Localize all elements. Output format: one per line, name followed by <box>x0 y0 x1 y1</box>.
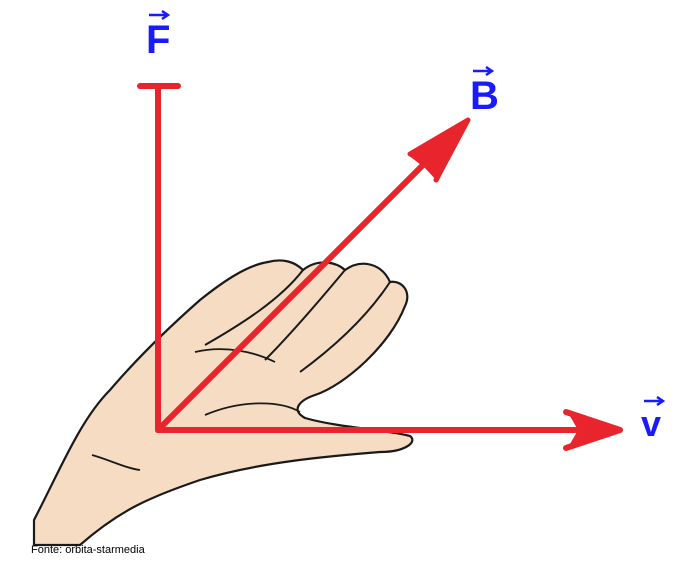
force-label: F <box>146 10 171 62</box>
wrist-crease <box>91 454 141 471</box>
vector-arrow-icon <box>149 10 170 20</box>
finger-line-2 <box>264 269 346 361</box>
hand-palm <box>32 259 414 547</box>
velocity-label-text: v <box>641 403 662 444</box>
velocity-label: v <box>641 396 665 444</box>
source-caption: Fonte: orbita-starmedia <box>31 544 145 556</box>
field-label-text: B <box>470 74 499 118</box>
hand-illustration <box>32 259 414 547</box>
vector-arrow-icon <box>473 66 494 76</box>
velocity-vector <box>155 409 623 451</box>
force-label-text: F <box>146 18 171 62</box>
force-vector <box>137 83 181 433</box>
vector-arrow-icon <box>644 396 665 406</box>
thumb-crease <box>204 402 301 416</box>
finger-line-1 <box>204 269 304 346</box>
field-vector <box>155 117 471 433</box>
field-label: B <box>470 66 499 118</box>
finger-line-3 <box>299 281 391 373</box>
